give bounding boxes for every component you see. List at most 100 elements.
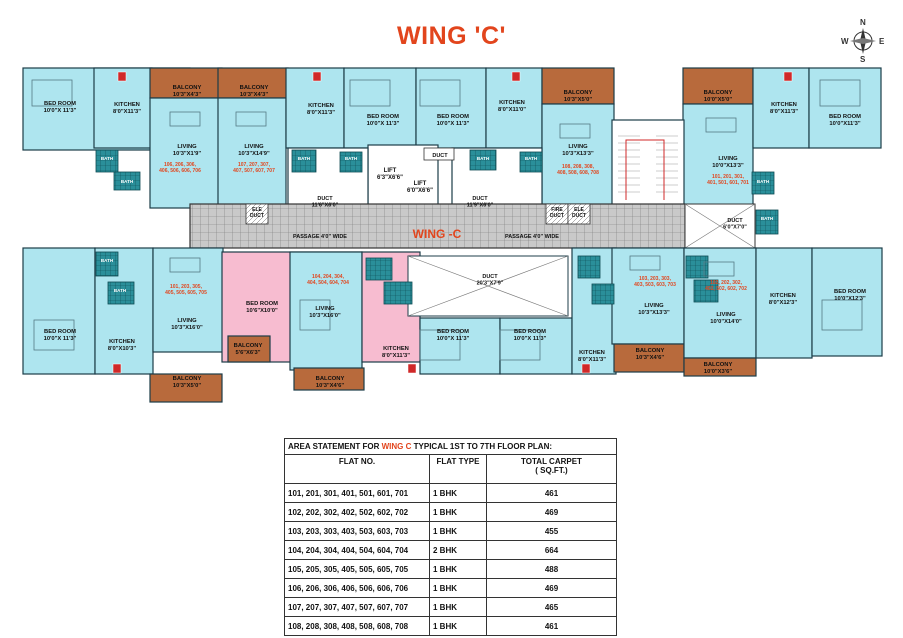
bed-furniture xyxy=(31,79,73,107)
caption-suffix: TYPICAL 1ST TO 7TH FLOOR PLAN: xyxy=(411,442,553,451)
kitchen-108 xyxy=(485,67,543,149)
flat-no-cell: 103, 203, 303, 403, 503, 603, 703 xyxy=(284,521,430,541)
flat-no-cell: 106, 206, 306, 406, 506, 606, 706 xyxy=(284,578,430,598)
fixture-icon xyxy=(112,363,122,374)
bed-furniture xyxy=(419,329,461,361)
living-101 xyxy=(682,103,754,209)
ele-duct-r xyxy=(567,203,591,225)
flat-number-tag: 106, 206, 306,406, 506, 606, 706 xyxy=(159,162,201,174)
flat-type-cell: 1 BHK xyxy=(429,559,487,579)
caption-prefix: AREA STATEMENT FOR xyxy=(288,442,382,451)
sofa-furniture xyxy=(299,299,331,331)
balcony-104 xyxy=(293,367,365,391)
flat-number-tag: 102, 202, 302,402, 502, 602, 702 xyxy=(705,280,747,292)
bed-furniture xyxy=(819,79,861,107)
bed-furniture xyxy=(33,319,75,351)
balcony-102 xyxy=(683,357,757,377)
carpet-cell: 461 xyxy=(486,483,617,503)
header-flat-type: FLAT TYPE xyxy=(429,454,487,484)
carpet-cell: 461 xyxy=(486,616,617,636)
flat-number-tag: 103, 203, 303,403, 503, 603, 703 xyxy=(634,276,676,288)
flat-no-cell: 105, 205, 305, 405, 505, 605, 705 xyxy=(284,559,430,579)
bed-102-lower xyxy=(22,247,96,375)
flat-type-cell: 1 BHK xyxy=(429,578,487,598)
bath-tile xyxy=(519,151,543,173)
bath-tile xyxy=(365,257,393,281)
living-108 xyxy=(541,103,615,209)
living-105 xyxy=(152,247,224,353)
passage-left-label: PASSAGE 4'0" WIDE xyxy=(293,234,347,240)
sofa-furniture xyxy=(169,257,201,273)
compass-e: E xyxy=(879,37,885,46)
flat-no-cell: 107, 207, 307, 407, 507, 607, 707 xyxy=(284,597,430,617)
bath-tile xyxy=(383,281,413,305)
duct-center-x2 xyxy=(407,255,569,317)
ele-duct-l xyxy=(245,203,269,225)
bath-tile xyxy=(113,171,141,191)
flat-no-cell: 104, 204, 304, 404, 504, 604, 704 xyxy=(284,540,430,560)
bath-label: BATH xyxy=(525,156,537,161)
bath-tile xyxy=(591,283,615,305)
wing-center-label: WING -C xyxy=(413,227,462,241)
bed-furniture xyxy=(349,79,391,107)
kitchen-block xyxy=(93,67,153,149)
passage-right-label: PASSAGE 4'0" WIDE xyxy=(505,234,559,240)
header-carpet: TOTAL CARPET ( SQ.FT.) xyxy=(486,454,617,484)
bed-furniture xyxy=(499,329,541,361)
bath-label: BATH xyxy=(761,216,773,221)
bed-107 xyxy=(343,67,417,149)
bath-label: BATH xyxy=(101,258,113,263)
compass-icon: N S W E xyxy=(841,18,885,64)
bath-label: BATH xyxy=(345,156,357,161)
stair-arrow xyxy=(625,139,665,200)
bath-label: BATH xyxy=(121,179,133,184)
bath-tile xyxy=(291,149,317,173)
flat-number-tag: 101, 201, 301,401, 501, 601, 701 xyxy=(707,174,749,186)
carpet-cell: 488 xyxy=(486,559,617,579)
bath-tile xyxy=(95,149,119,173)
compass-rose-icon xyxy=(850,28,876,54)
fixture-icon xyxy=(783,71,793,82)
bath-tile xyxy=(95,251,119,277)
carpet-cell: 455 xyxy=(486,521,617,541)
flat-number-tag: 101, 203, 305,405, 505, 605, 705 xyxy=(165,284,207,296)
bath-label: BATH xyxy=(114,288,126,293)
bath-tile xyxy=(685,255,709,279)
balcony-103 xyxy=(613,343,685,373)
balcony-104b xyxy=(227,335,271,363)
bath-label: BATH xyxy=(757,179,769,184)
carpet-cell: 469 xyxy=(486,502,617,522)
carpet-cell: 469 xyxy=(486,578,617,598)
living-103 xyxy=(611,247,685,345)
